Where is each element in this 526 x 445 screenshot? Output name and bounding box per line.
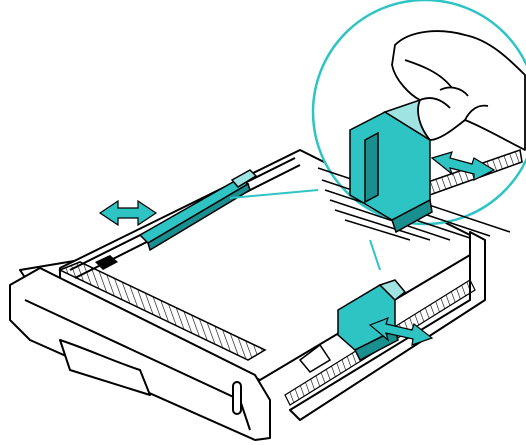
double-arrow-icon [368,316,434,346]
double-arrow-icon [98,199,158,227]
hand-icon [391,30,526,151]
double-arrow-icon [430,151,496,181]
length-guide [138,169,258,252]
feed-roller-area [58,255,267,361]
